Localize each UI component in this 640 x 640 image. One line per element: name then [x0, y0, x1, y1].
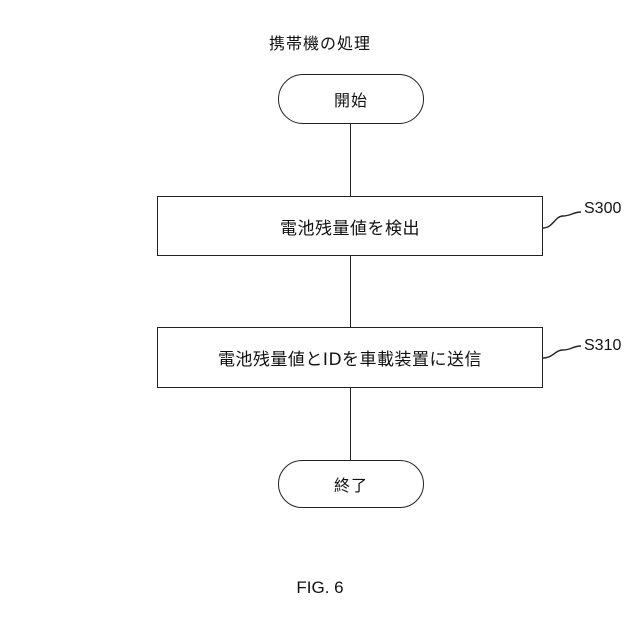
- leader-line-s310: [543, 338, 583, 368]
- leader-line-s300: [543, 206, 583, 236]
- end-terminal-label: 終了: [334, 472, 368, 496]
- step-label-s300: S300: [584, 200, 621, 218]
- process-box-step1: 電池残量値を検出: [157, 196, 543, 256]
- flowchart-title: 携帯機の処理: [0, 30, 640, 54]
- process-step1-label: 電池残量値を検出: [280, 214, 420, 239]
- end-terminal: 終了: [278, 460, 424, 508]
- process-box-step2: 電池残量値とIDを車載装置に送信: [157, 327, 543, 388]
- figure-label: FIG. 6: [0, 578, 640, 598]
- start-terminal: 開始: [278, 74, 424, 124]
- process-step2-label: 電池残量値とIDを車載装置に送信: [218, 345, 482, 370]
- step-label-s310: S310: [584, 337, 621, 355]
- start-terminal-label: 開始: [334, 87, 368, 111]
- connector-start-to-step1: [350, 124, 351, 196]
- connector-step1-to-step2: [350, 256, 351, 327]
- connector-step2-to-end: [350, 388, 351, 460]
